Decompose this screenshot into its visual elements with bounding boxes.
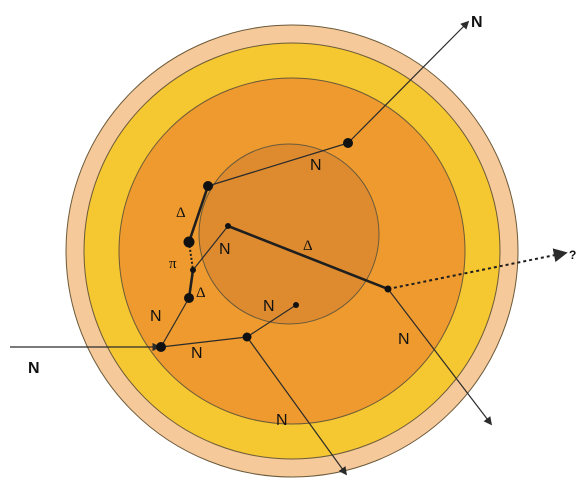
escape-n-label: N (471, 14, 483, 31)
entry-up-track (160, 297, 190, 348)
escape-dotted-track (387, 248, 568, 290)
mid-down-track (246, 336, 347, 476)
mid-to-core-track (246, 304, 297, 338)
mid-vertex (242, 332, 252, 342)
core (198, 143, 380, 325)
delta-lower-label: Δ (196, 285, 206, 301)
delta-upper-vertex (183, 236, 195, 248)
pi-vertex (190, 267, 196, 273)
entry-vertex (156, 342, 166, 352)
pi-to-core-track (192, 225, 229, 271)
right-down-track (387, 288, 493, 426)
upper-track (207, 142, 349, 187)
delta-upper-track (187, 185, 210, 243)
exit-top-track (347, 20, 470, 144)
tracks (10, 20, 493, 476)
delta-core-track (227, 224, 389, 291)
core-start-vertex (225, 223, 231, 229)
incoming-label: N (28, 360, 40, 377)
n-bottom-label: N (276, 412, 288, 429)
entry-to-right-track (160, 336, 248, 348)
vertices (156, 138, 392, 352)
upper-left-vertex (203, 181, 213, 191)
delta-core-label: Δ (303, 238, 313, 254)
delta-upper-label: Δ (176, 205, 186, 221)
n-mid-label: N (263, 298, 275, 315)
escape-unknown-label: ? (569, 248, 576, 262)
delta-lower-vertex (184, 293, 194, 303)
pi-label: π (169, 256, 177, 272)
n-lower-right-label: N (398, 331, 410, 348)
n-entry-right-label: N (191, 345, 203, 362)
core-end-vertex (384, 285, 392, 293)
n-upper-track-label: N (310, 157, 322, 174)
n-core-label: N (219, 241, 231, 258)
n-entry-up-label: N (150, 308, 162, 325)
core-inner-vertex (293, 302, 299, 308)
upper-right-vertex (343, 138, 353, 148)
